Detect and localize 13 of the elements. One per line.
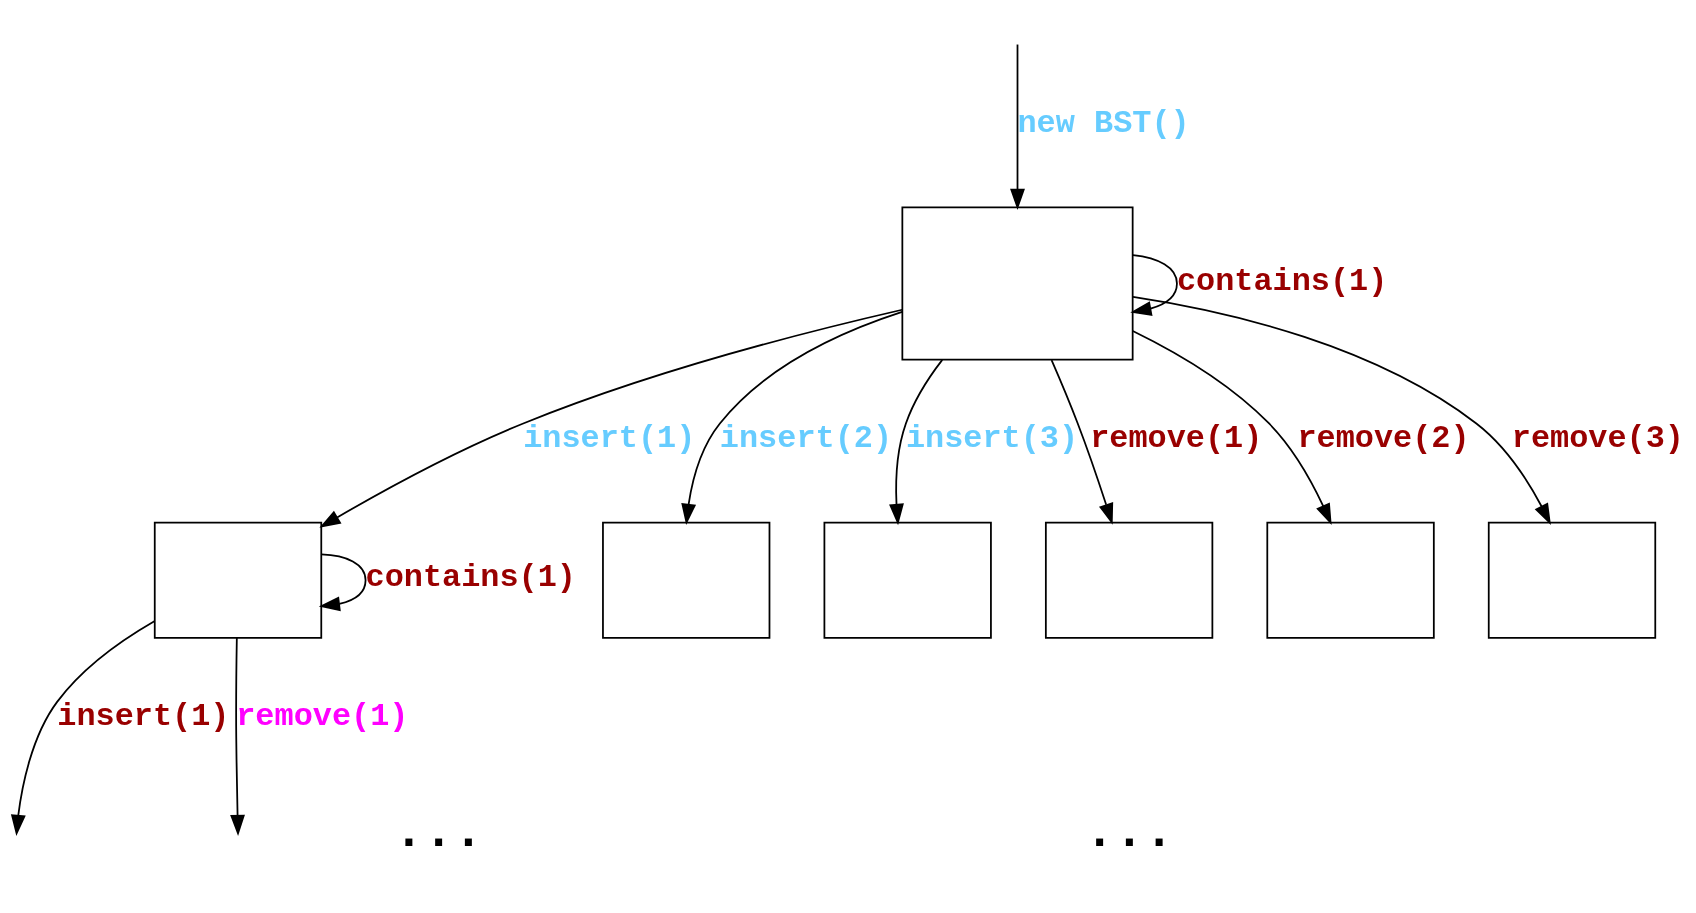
edge-label: insert(2) <box>719 420 893 458</box>
edge-label: new BST() <box>1017 104 1190 142</box>
edge-label: remove(2) <box>1297 420 1470 458</box>
edge-label: remove(3) <box>1511 420 1684 458</box>
edge-label: remove(1) <box>1090 420 1263 458</box>
label: ... <box>393 804 484 861</box>
edge-label: contains(1) <box>365 559 576 597</box>
edge-label: insert(3) <box>905 420 1079 458</box>
edge-label: insert(1) <box>57 698 230 736</box>
edge-label: contains(1) <box>1176 262 1388 300</box>
edge-label: remove(1) <box>236 698 409 736</box>
edge-label: insert(1) <box>523 420 696 458</box>
label: ... <box>1084 804 1175 861</box>
